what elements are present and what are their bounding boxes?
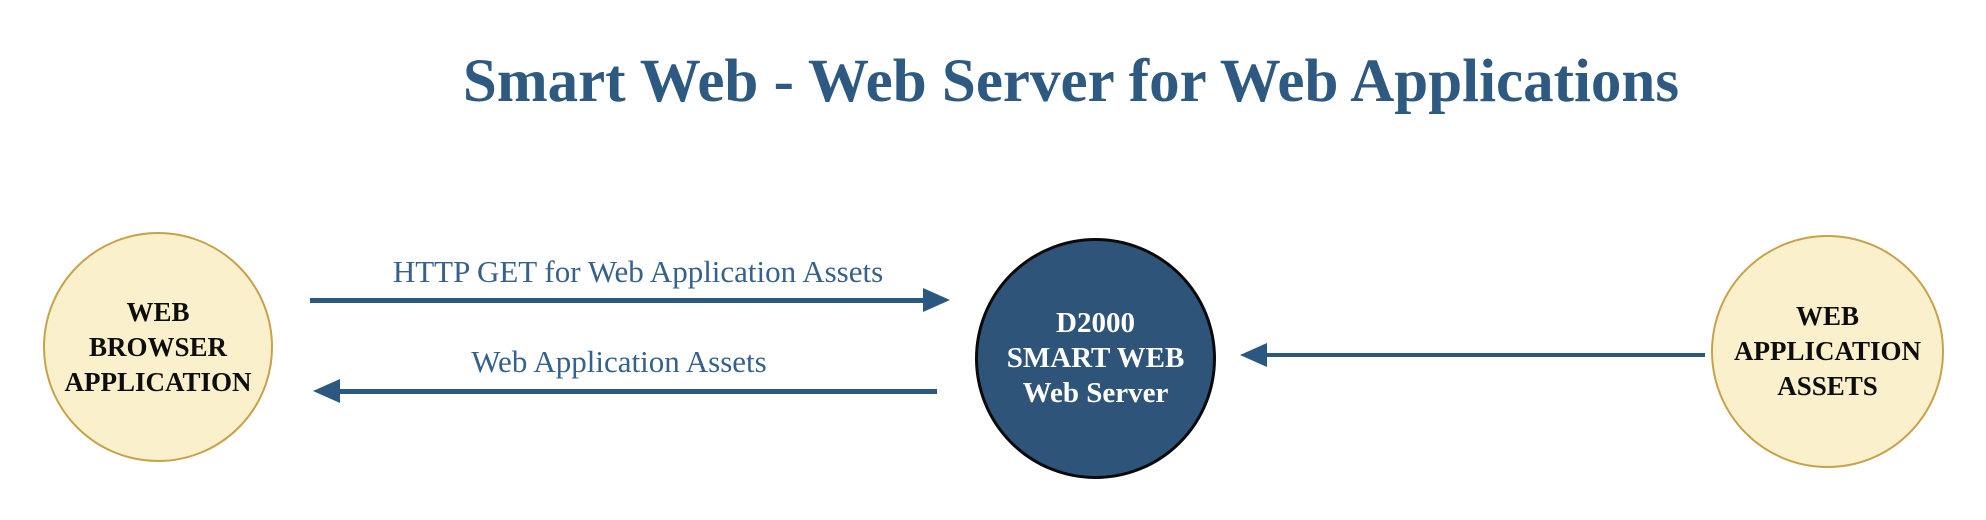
diagram-title: Smart Web - Web Server for Web Applicati… [462, 48, 1680, 115]
arrow-assets-to-server-line [1266, 353, 1705, 357]
node-label-line: APPLICATION [64, 366, 252, 397]
arrow-label-http-get: HTTP GET for Web Application Assets [392, 254, 884, 289]
node-label-line: ASSETS [1777, 371, 1878, 401]
arrow-response-line [337, 389, 937, 394]
node-label: D2000 SMART WEB Web Server [1007, 306, 1185, 411]
node-label-line: D2000 [1056, 307, 1135, 339]
arrow-http-get-line [310, 298, 928, 303]
arrow-left-head-icon [313, 379, 340, 403]
node-label-line: WEB [1795, 301, 1859, 331]
node-label-line: WEB [126, 296, 190, 327]
node-label: WEB APPLICATION ASSETS [1734, 299, 1921, 404]
node-label-line: Web Server [1022, 377, 1169, 409]
node-label-line: APPLICATION [1733, 336, 1921, 366]
node-web-browser-application: WEB BROWSER APPLICATION [43, 232, 273, 462]
node-label-line: BROWSER [88, 331, 228, 362]
node-label-line: SMART WEB [1006, 342, 1185, 374]
node-label: WEB BROWSER APPLICATION [64, 295, 251, 400]
node-web-application-assets: WEB APPLICATION ASSETS [1711, 235, 1944, 468]
arrow-right-head-icon [923, 288, 950, 312]
arrow-left-head-icon [1240, 343, 1267, 367]
arrow-label-web-application-assets: Web Application Assets [471, 344, 767, 379]
node-d2000-smart-web-server: D2000 SMART WEB Web Server [975, 238, 1216, 479]
